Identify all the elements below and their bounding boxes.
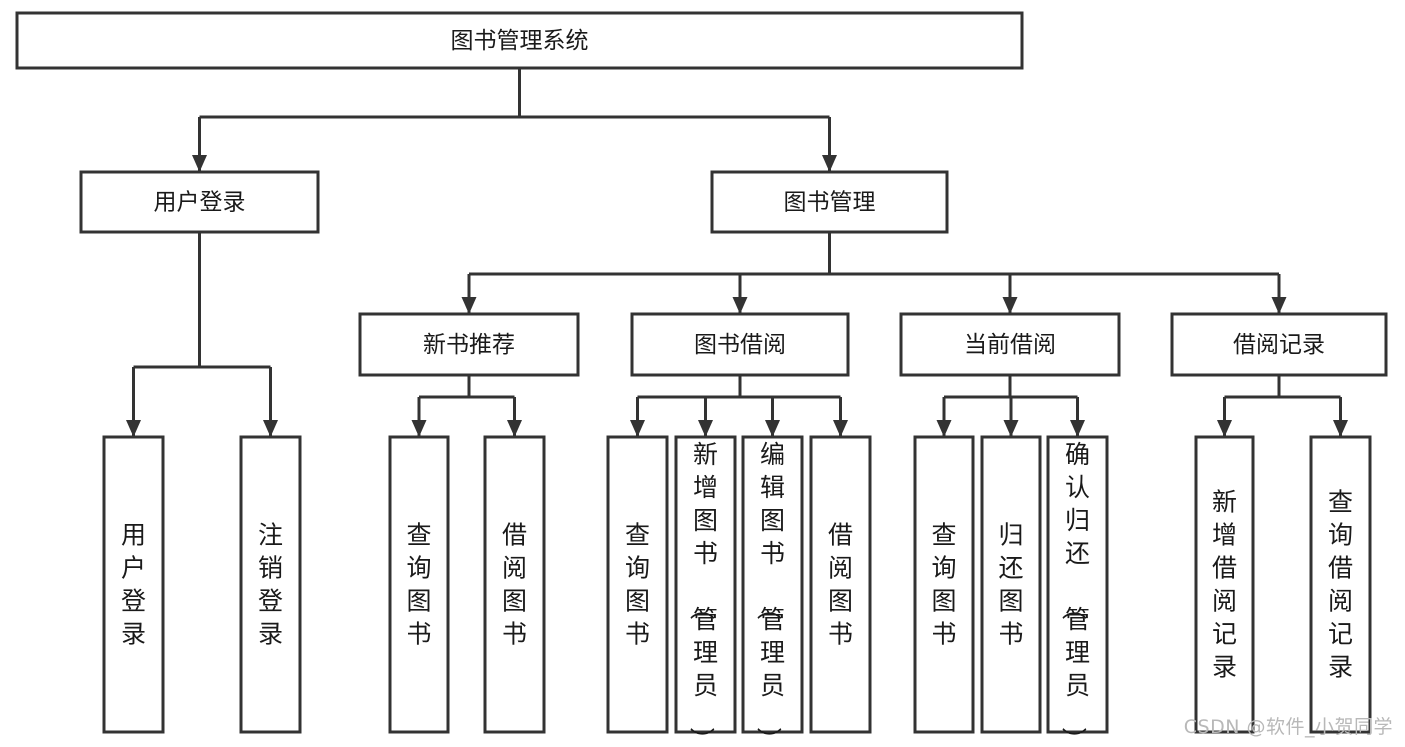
node-label: 当前借阅 [964,332,1056,358]
node-label: 查询图书 [931,521,956,649]
node-leaf_7[interactable]: 借阅图书 [809,435,872,734]
node-label: 借阅图书 [828,521,853,649]
node-label: 图书借阅 [694,332,786,358]
connector-layer [126,68,1348,437]
node-leaf_1[interactable]: 注销登录 [239,435,302,734]
node-leaf_6[interactable]: 编辑图书（管理员） [741,435,804,747]
arrow-head-icon [461,297,477,314]
node-leaf_2[interactable]: 查询图书 [388,435,450,734]
node-box[interactable] [710,170,949,234]
arrow-head-icon [1333,420,1348,437]
node-box[interactable] [741,435,804,734]
node-leaf_11[interactable]: 新增借阅记录 [1194,435,1255,734]
arrow-head-icon [765,420,780,437]
node-box[interactable] [980,435,1042,734]
node-box[interactable] [630,312,850,377]
node-box[interactable] [899,312,1121,377]
node-l2_3[interactable]: 借阅记录 [1170,312,1388,377]
node-box[interactable] [674,435,737,734]
node-leaf_3[interactable]: 借阅图书 [483,435,546,734]
node-box[interactable] [388,435,450,734]
node-label: 借阅图书 [502,521,527,649]
node-label: 图书管理系统 [451,28,589,54]
arrow-head-icon [698,420,713,437]
arrow-head-icon [822,155,837,172]
node-box[interactable] [1309,435,1372,734]
node-label: 借阅记录 [1233,332,1325,358]
arrow-head-icon [1070,420,1085,437]
node-l1_1[interactable]: 图书管理 [710,170,949,234]
node-box[interactable] [15,11,1024,70]
node-label: 用户登录 [121,521,146,649]
node-leaf_12[interactable]: 查询借阅记录 [1309,435,1372,734]
node-label: 图书管理 [784,190,876,216]
node-box[interactable] [913,435,975,734]
node-box[interactable] [239,435,302,734]
arrow-head-icon [507,420,522,437]
node-l2_0[interactable]: 新书推荐 [358,312,580,377]
node-box[interactable] [483,435,546,734]
node-label: 确认归还（管理员） [1059,440,1090,747]
node-leaf_10[interactable]: 确认归还（管理员） [1046,435,1109,747]
node-label: 查询图书 [406,521,431,649]
node-l2_2[interactable]: 当前借阅 [899,312,1121,377]
arrow-head-icon [1217,420,1232,437]
arrow-head-icon [936,420,952,437]
node-l1_0[interactable]: 用户登录 [79,170,320,234]
node-label: 编辑图书（管理员） [754,440,785,747]
node-box[interactable] [102,435,165,734]
node-box[interactable] [79,170,320,234]
arrow-head-icon [833,420,848,437]
node-leaf_9[interactable]: 归还图书 [980,435,1042,734]
node-leaf_4[interactable]: 查询图书 [606,435,669,734]
node-label: 查询图书 [625,521,650,649]
node-box[interactable] [1194,435,1255,734]
node-box[interactable] [606,435,669,734]
node-label: 查询借阅记录 [1328,488,1353,682]
arrow-head-icon [1271,297,1287,314]
arrow-head-icon [126,420,141,437]
node-label: 新增借阅记录 [1212,488,1237,682]
node-leaf_0[interactable]: 用户登录 [102,435,165,734]
node-box[interactable] [358,312,580,377]
arrow-head-icon [630,420,645,437]
node-label: 注销登录 [258,521,283,649]
node-label: 新增图书（管理员） [687,440,718,747]
node-label: 归还图书 [998,521,1023,649]
node-box[interactable] [809,435,872,734]
node-layer: 图书管理系统用户登录图书管理新书推荐图书借阅当前借阅借阅记录用户登录注销登录查询… [15,11,1388,747]
arrow-head-icon [1002,297,1018,314]
node-box[interactable] [1046,435,1109,734]
node-label: 用户登录 [154,190,246,216]
node-leaf_8[interactable]: 查询图书 [913,435,975,734]
arrow-head-icon [263,420,278,437]
arrow-head-icon [732,297,748,314]
node-l2_1[interactable]: 图书借阅 [630,312,850,377]
node-label: 新书推荐 [423,332,515,358]
arrow-head-icon [192,155,207,172]
arrow-head-icon [411,420,427,437]
node-box[interactable] [1170,312,1388,377]
arrow-head-icon [1003,420,1019,437]
node-leaf_5[interactable]: 新增图书（管理员） [674,435,737,747]
node-root[interactable]: 图书管理系统 [15,11,1024,70]
